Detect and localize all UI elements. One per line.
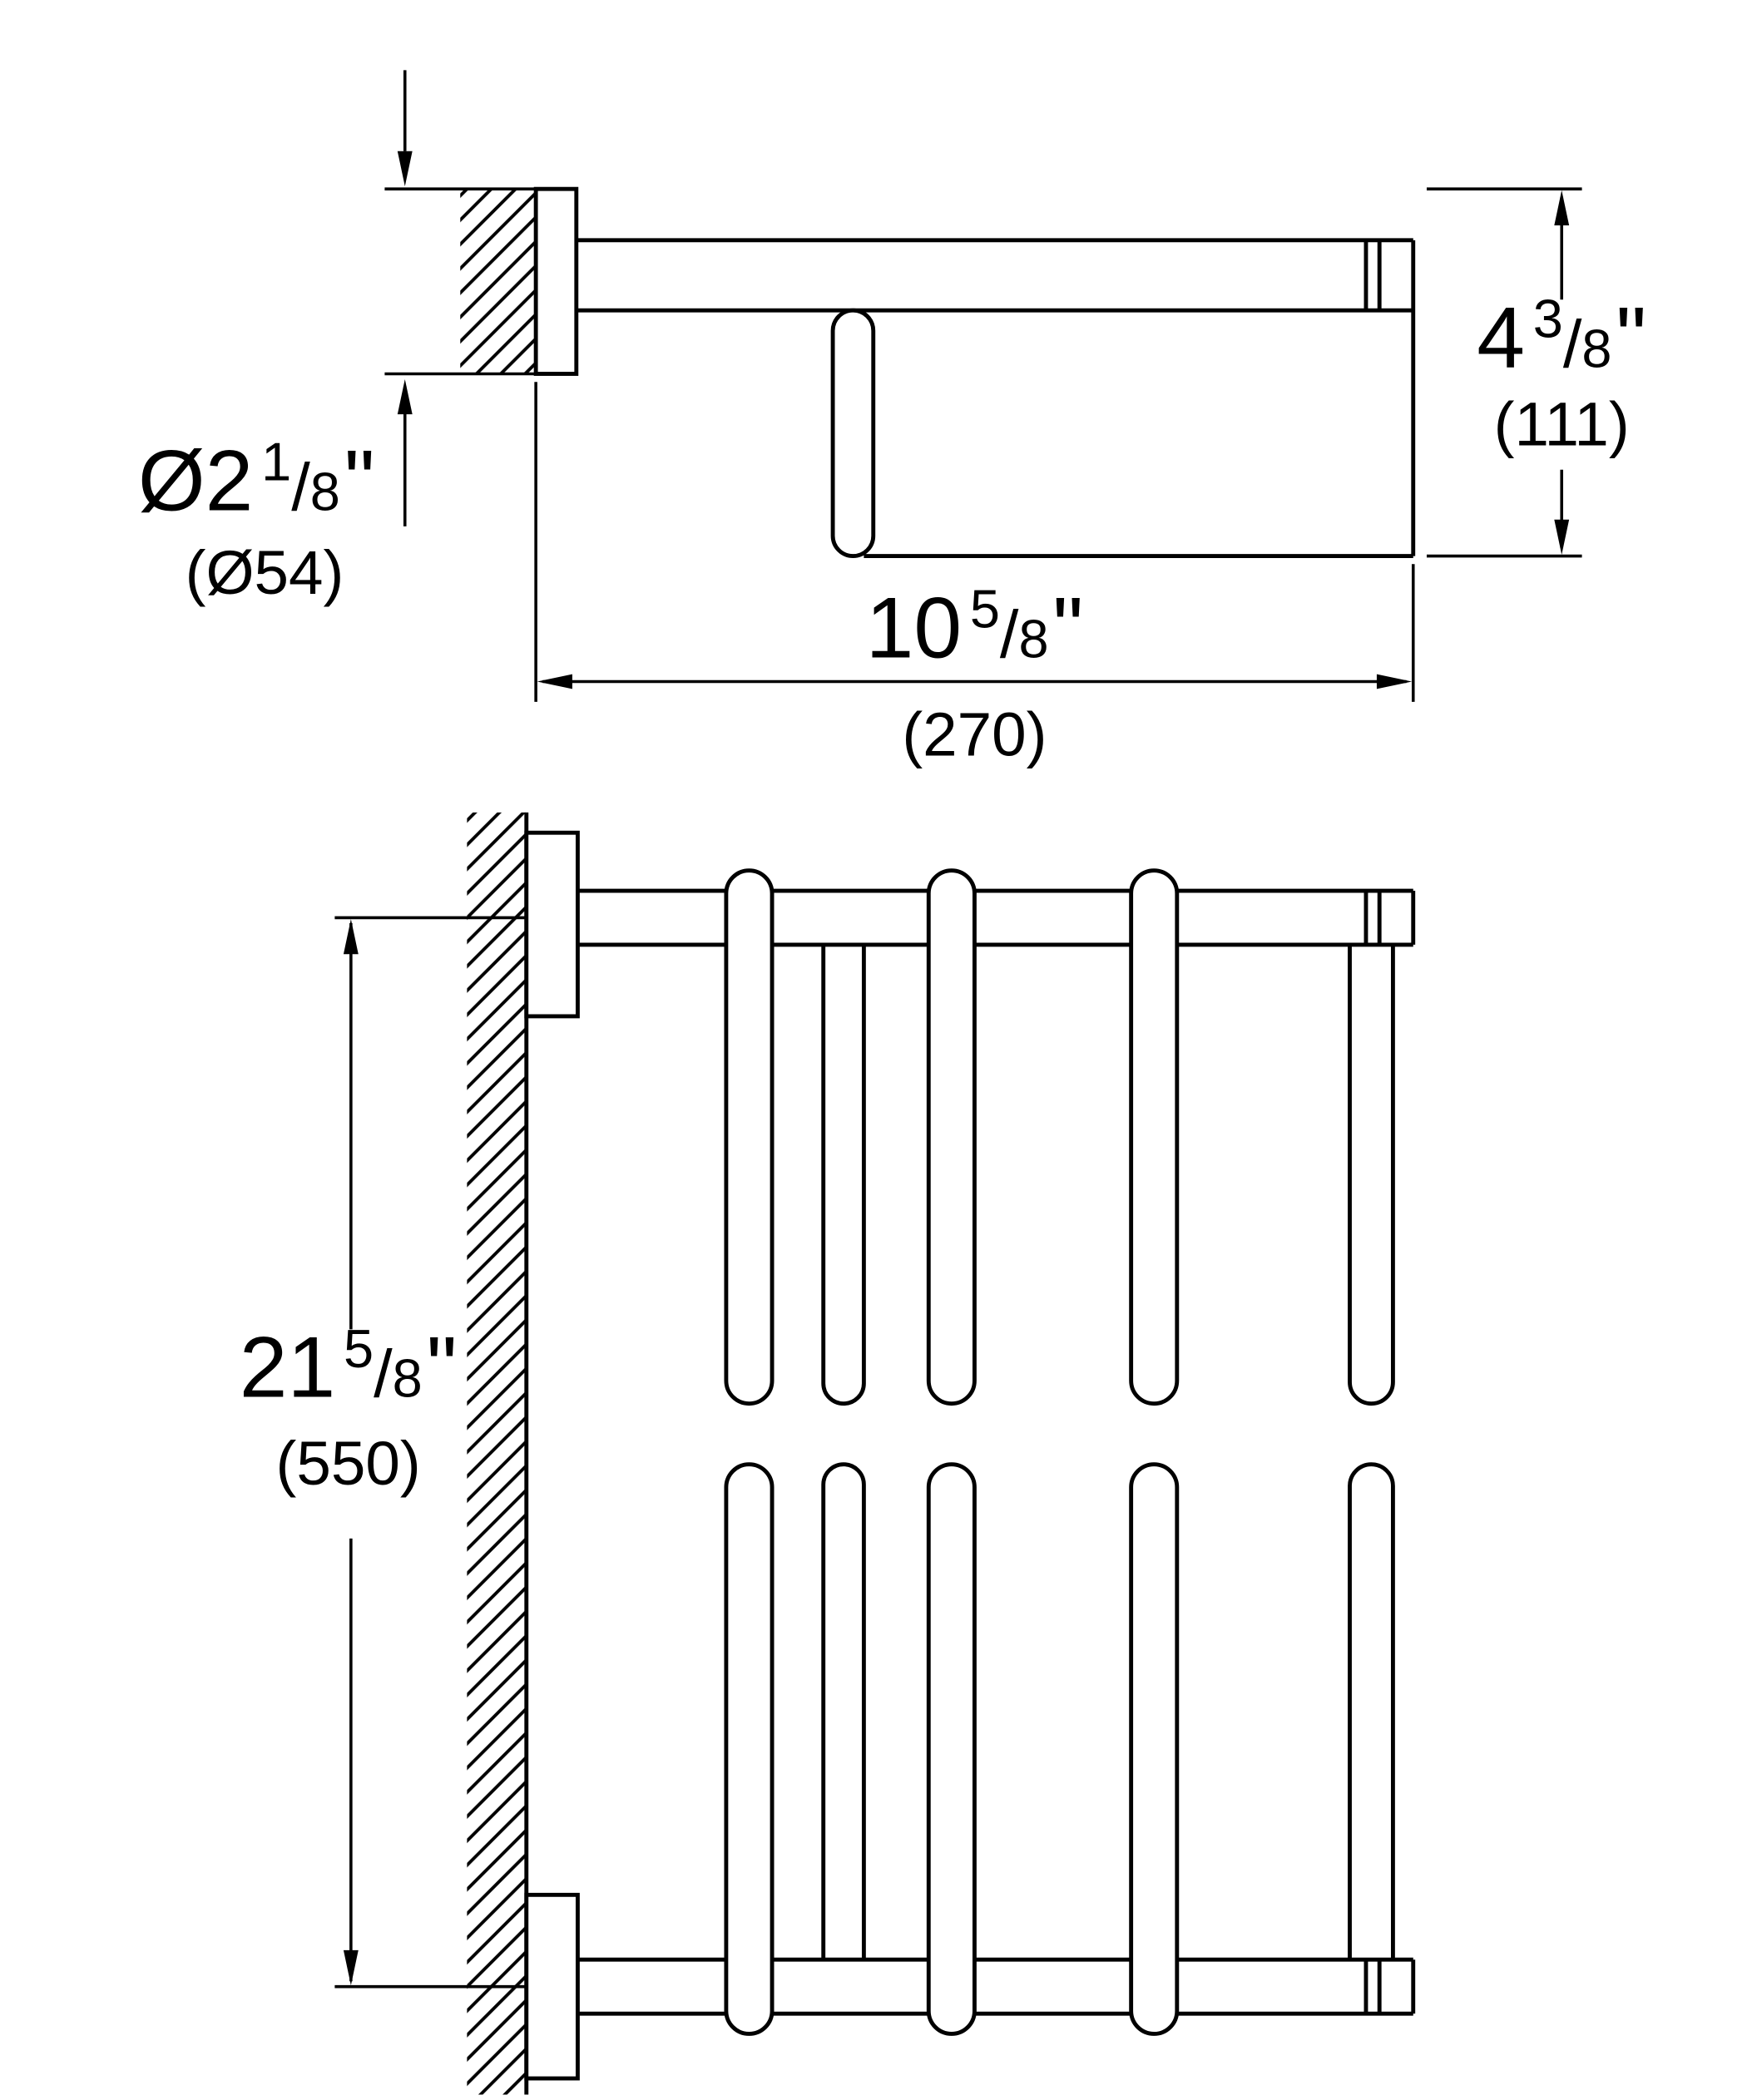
frame-tube-right-upper — [1348, 944, 1395, 1406]
wall-hatch — [460, 189, 537, 374]
towel-bar-3-upper — [1129, 868, 1180, 1406]
arrow-up — [343, 919, 359, 955]
towel-bar-3-lower — [1129, 1462, 1180, 2036]
wall-hatch — [467, 812, 527, 2095]
dimension-lines — [534, 382, 1415, 702]
dim-length-metric: (550) — [276, 1428, 421, 1498]
towel-bar-profile — [830, 308, 876, 559]
towel-bar-1-upper — [724, 868, 775, 1406]
mounting-plate — [533, 186, 579, 376]
towel-bar-2-lower — [926, 1462, 977, 2036]
dimension-lines — [334, 916, 527, 1989]
frame-tube-left-lower — [821, 1462, 866, 1960]
frame-tube-left-upper — [821, 944, 866, 1406]
arrow-left — [537, 674, 572, 689]
towel-bar-1-lower — [724, 1462, 775, 2036]
arrow-up — [397, 378, 413, 415]
towel-bar-2-upper — [926, 868, 977, 1406]
dim-height-metric: (111) — [1494, 389, 1630, 459]
arrow-down — [343, 1949, 359, 1986]
dimension-lines — [384, 70, 537, 526]
side-view — [460, 186, 1416, 559]
mounting-plate-bottom — [524, 1892, 580, 2081]
plan-view — [467, 812, 1416, 2095]
top-rail — [577, 888, 1416, 947]
dim-diameter-metric: (Ø54) — [186, 537, 344, 607]
bottom-rail — [577, 1957, 1416, 2016]
arrow-down — [1554, 519, 1570, 555]
dimension-lines — [1426, 187, 1582, 558]
dim-depth-metric: (270) — [902, 699, 1047, 769]
arrow-right — [1376, 674, 1413, 689]
mounting-plate-top — [524, 830, 580, 1019]
arrow-down — [397, 151, 413, 186]
bracket-arm — [576, 238, 1416, 559]
arrow-up — [1554, 190, 1570, 225]
frame-tube-right-lower — [1348, 1462, 1395, 1960]
